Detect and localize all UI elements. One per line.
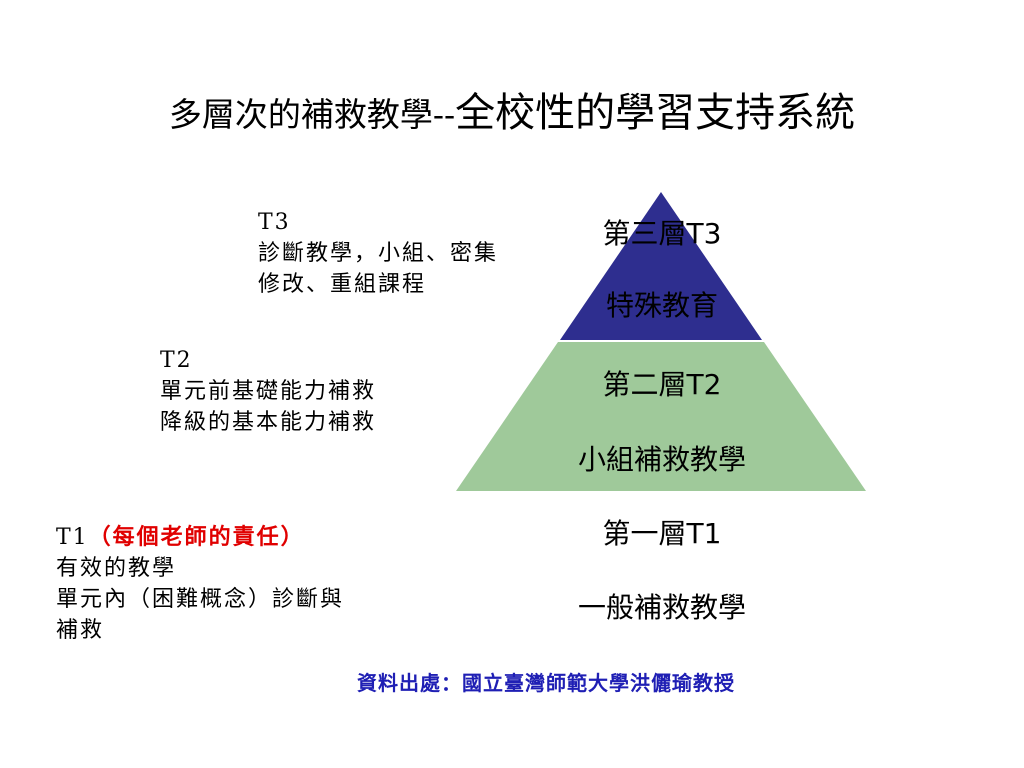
- note-t1-line-1: 有效的教學: [56, 556, 177, 581]
- pyramid-diagram: [456, 192, 866, 491]
- note-t2-line-2: 降級的基本能力補救: [160, 410, 377, 435]
- note-t2-line-1: 單元前基礎能力補救: [160, 379, 377, 404]
- tier-1-label: 第一層T1: [602, 517, 722, 550]
- note-t3-line-1: 診斷教學，小組、密集: [258, 241, 499, 266]
- slide-title: 多層次的補救教學--全校性的學習支持系統: [0, 80, 1024, 138]
- title-part-2: 全校性的學習支持系統: [455, 90, 856, 136]
- tier-1-sublabel: 一般補救教學: [577, 591, 747, 624]
- note-t2: T2 單元前基礎能力補救 降級的基本能力補救: [160, 345, 376, 438]
- pyramid-tier-3-shape: [560, 192, 762, 340]
- tier-2-label: 第二層T2: [602, 368, 722, 401]
- note-t3-line-2: 修改、重組課程: [258, 272, 427, 297]
- title-part-1: 多層次的補救教學--: [168, 95, 456, 134]
- tier-3-sublabel: 特殊教育: [605, 289, 719, 322]
- source-credit: 資料出處：國立臺灣師範大學洪儷瑜教授: [357, 671, 735, 695]
- note-t3-heading: T3: [258, 210, 291, 235]
- note-t1-heading-row: T1（每個老師的責任）: [56, 522, 344, 553]
- note-t1: T1（每個老師的責任） 有效的教學 單元內（困難概念）診斷與 補救: [56, 522, 344, 646]
- note-t3: T3 診斷教學，小組、密集 修改、重組課程: [258, 207, 498, 300]
- note-t1-line-2: 單元內（困難概念）診斷與: [56, 587, 345, 612]
- note-t1-highlight: （每個老師的責任）: [88, 524, 305, 550]
- tier-3-label: 第三層T3: [602, 217, 722, 250]
- note-t1-heading: T1: [56, 525, 89, 550]
- tier-2-sublabel: 小組補救教學: [577, 443, 747, 476]
- note-t2-heading: T2: [160, 348, 193, 373]
- note-t1-line-3: 補救: [56, 618, 105, 643]
- pyramid-tier-2-shape: [456, 342, 866, 491]
